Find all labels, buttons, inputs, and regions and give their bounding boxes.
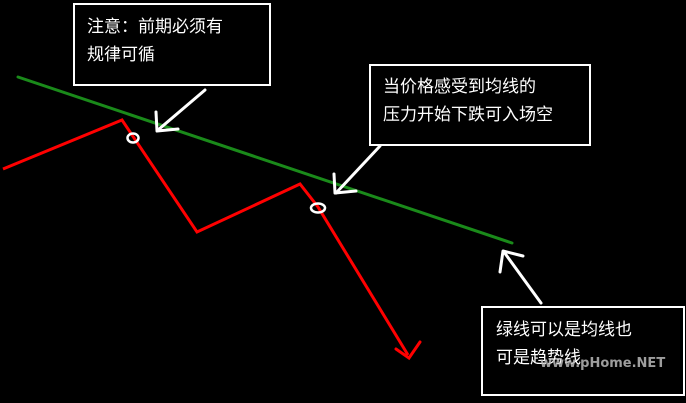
red-price-line [2,118,410,356]
callout-green-line-line-1: 绿线可以是均线也 [496,320,632,340]
callout-note-box: 注意：前期必须有 规律可循 [73,3,271,86]
callout-pressure-box: 当价格感受到均线的 压力开始下跌可入场空 [369,64,591,146]
callout-arrow-green-line-icon [498,249,543,305]
callout-note-line-1: 注意：前期必须有 [87,17,223,37]
red-arrowhead-icon [394,340,422,361]
callout-pressure-line-2: 压力开始下跌可入场空 [383,105,553,125]
callout-pressure-line-1: 当价格感受到均线的 [383,77,536,97]
callout-green-line-line-2: 可是趋势线 [496,348,581,368]
callout-arrow-note-icon [154,88,207,133]
callout-note-line-2: 规律可循 [87,45,155,65]
callout-green-line-box: 绿线可以是均线也 可是趋势线 [481,306,685,396]
touch-marker-first [126,132,140,144]
watermark-text: www.pHome.NET [540,356,666,371]
callout-arrow-pressure-icon [332,144,382,195]
touch-marker-second [309,202,327,214]
green-trend-line [16,75,514,245]
